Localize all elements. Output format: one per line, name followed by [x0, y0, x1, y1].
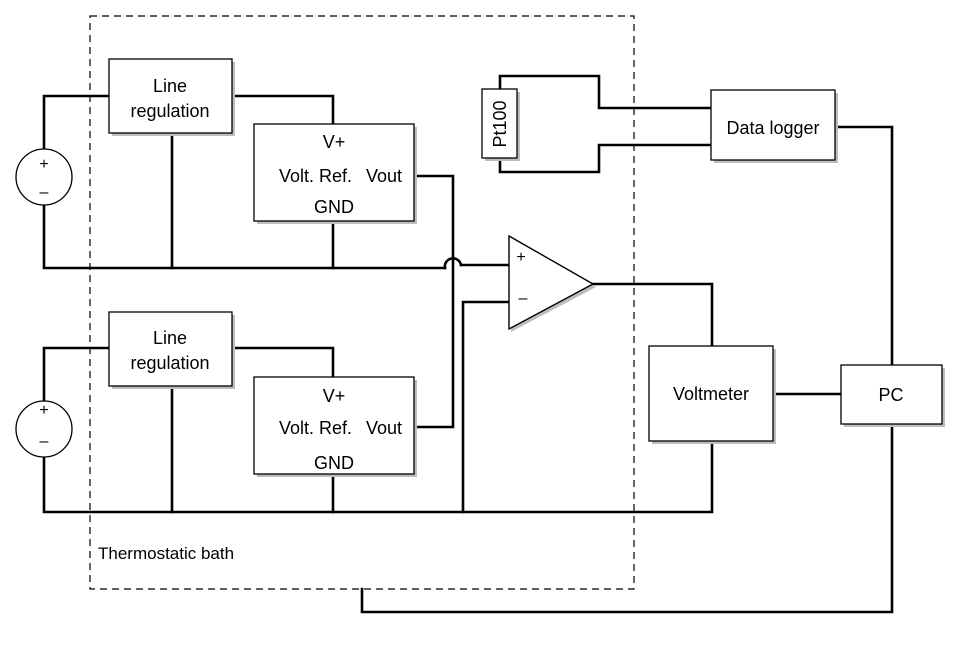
line-regulation-top-line1: Line [153, 76, 187, 96]
wire-bottom-ground-rail [42, 440, 714, 514]
voltage-reference-bottom-gnd: GND [314, 453, 354, 473]
wires [42, 74, 894, 614]
wire-top-ground-rail [42, 202, 447, 270]
wire-opamp-minus [461, 300, 512, 514]
thermostatic-bath-boundary [89, 15, 635, 590]
wire-pt100-bottom [498, 143, 714, 174]
wire-vref-top-vout [412, 174, 455, 429]
voltage-reference-top-block: V+ Volt. Ref. Vout GND [253, 123, 417, 224]
voltmeter-label: Voltmeter [673, 384, 749, 404]
pt100-label: Pt100 [490, 100, 510, 147]
opamp: + – [508, 234, 596, 332]
data-logger-block: Data logger [710, 89, 838, 163]
pc-block: PC [840, 364, 945, 427]
wire-top-rail-hop [443, 257, 463, 270]
voltage-reference-top-vplus: V+ [323, 132, 346, 152]
voltage-source-top-plus: + [39, 156, 48, 173]
wire-opamp-out [591, 282, 714, 349]
line-regulation-bottom-line2: regulation [130, 353, 209, 373]
wire-datalogger-to-pc [835, 125, 894, 367]
voltage-source-bottom: + – [15, 400, 73, 458]
thermostatic-bath-label: Thermostatic bath [98, 544, 234, 563]
voltage-reference-bottom-vout: Vout [366, 418, 402, 438]
wire-source-bottom-plus [42, 346, 112, 404]
line-regulation-top-block: Line regulation [108, 58, 235, 136]
line-regulation-bottom-line1: Line [153, 328, 187, 348]
voltage-reference-bottom-block: V+ Volt. Ref. Vout GND [253, 376, 417, 477]
wire-linereg-top-to-vref-top [231, 94, 335, 126]
voltage-source-top-minus: – [40, 184, 49, 201]
wire-source-top-plus [42, 94, 112, 152]
voltage-source-bottom-minus: – [40, 433, 49, 450]
voltmeter-block: Voltmeter [648, 345, 776, 444]
line-regulation-bottom-block: Line regulation [108, 311, 235, 389]
wire-pc-to-bath [360, 422, 894, 614]
wire-pt100-top [498, 74, 714, 110]
opamp-minus-sign: – [519, 290, 528, 307]
pt100-sensor: Pt100 [481, 88, 520, 161]
opamp-plus-sign: + [516, 249, 525, 266]
voltage-reference-bottom-name: Volt. Ref. [279, 418, 352, 438]
voltage-reference-top-vout: Vout [366, 166, 402, 186]
line-regulation-top-line2: regulation [130, 101, 209, 121]
voltage-source-top: + – [15, 148, 73, 206]
wire-linereg-bottom-to-vref-bottom [231, 346, 335, 379]
data-logger-label: Data logger [726, 118, 819, 138]
pc-label: PC [878, 385, 903, 405]
voltage-reference-top-gnd: GND [314, 197, 354, 217]
voltage-reference-top-name: Volt. Ref. [279, 166, 352, 186]
voltage-source-bottom-plus: + [39, 402, 48, 419]
voltage-reference-bottom-vplus: V+ [323, 386, 346, 406]
